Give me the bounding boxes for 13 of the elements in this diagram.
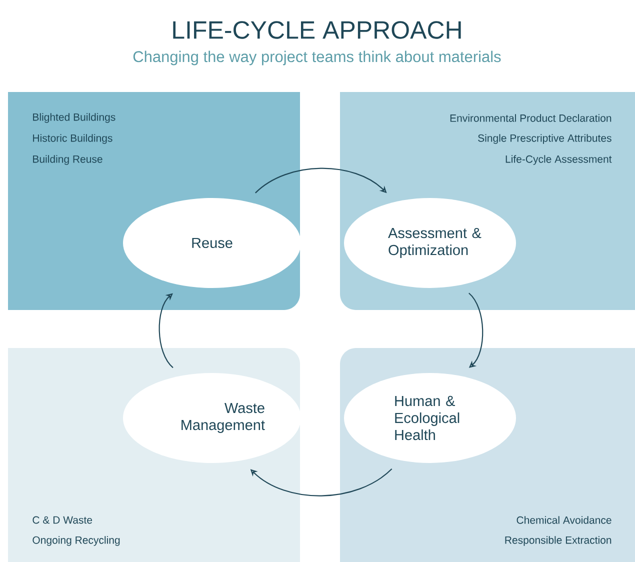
title: LIFE-CYCLE APPROACH (173, 21, 461, 39)
list-item: Building Reuse (33, 155, 102, 165)
list-item: Responsible Extraction (505, 536, 612, 546)
curved-arrow (468, 292, 484, 368)
list-item: Chemical Avoidance (516, 516, 612, 524)
list-item: Blighted Buildings (33, 113, 116, 123)
subtitle: Changing the way project teams think about materials (133, 50, 501, 66)
list-item: Life-Cycle Assessment (506, 155, 612, 165)
list-item: C & D Waste (32, 516, 92, 524)
list-item: Environmental Product Declaration (450, 114, 612, 122)
list-item: Ongoing Recycling (32, 536, 120, 546)
list-item: Historic Buildings (33, 134, 112, 144)
list-item: Single Prescriptive Attributes (478, 134, 612, 144)
